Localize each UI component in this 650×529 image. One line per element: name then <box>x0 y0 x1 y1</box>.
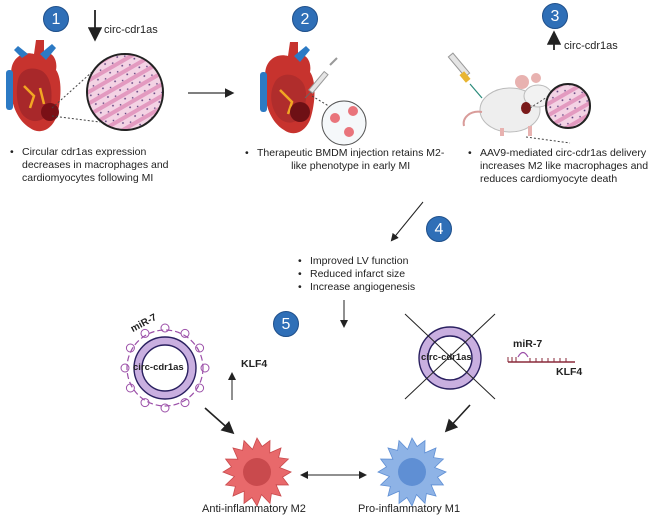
mir7-bound-icon <box>180 398 190 408</box>
circ-rna-inner-crossed <box>427 335 473 381</box>
mir7-bound-icon <box>160 323 170 333</box>
step-badge-3: 3 <box>542 3 568 29</box>
step1-line: cardiomyocytes following MI <box>22 172 154 184</box>
mirna-ring <box>126 329 204 407</box>
step-badge-4: 4 <box>426 216 452 242</box>
syringe-icon <box>447 52 483 99</box>
mouse-illustration <box>462 73 553 136</box>
m1-label: Pro-inflammatory M1 <box>358 503 461 515</box>
macrophage-nucleus <box>398 458 426 486</box>
mirna-klf4-binding-icon <box>507 351 575 363</box>
circ-cdr1as-down-label: circ-cdr1as <box>104 24 158 36</box>
step3-line: AAV9-mediated circ-cdr1as delivery <box>480 147 647 159</box>
step-badge-1: 1 <box>43 6 69 32</box>
step1-line: decreases in macrophages and <box>22 159 169 171</box>
step4-bullet: Increase angiogenesis <box>296 281 415 294</box>
circ-cdr1as-up-label: circ-cdr1as <box>564 40 618 52</box>
mir7-bound-icon <box>200 363 210 373</box>
circ-cdr1as-label-right: circ-cdr1as <box>421 352 472 363</box>
m1-macrophage-icon <box>377 437 447 507</box>
step2-bullets: Therapeutic BMDM injection retains M2-li… <box>243 147 444 173</box>
step3-bullet: AAV9-mediated circ-cdr1as deliveryincrea… <box>466 147 648 186</box>
step3-line: reduces cardiomyocyte death <box>480 173 618 185</box>
bmdm-cell <box>348 106 358 116</box>
syringe-icon <box>304 57 338 99</box>
step4-bullets: Improved LV function Reduced infarct siz… <box>296 255 415 294</box>
bmdm-cell <box>344 127 354 137</box>
mir7-label-right: miR-7 <box>513 338 543 350</box>
macrophage-nucleus <box>243 458 271 486</box>
bmdm-cell <box>330 113 340 123</box>
step3-line: increases M2 like macrophages and <box>480 160 649 172</box>
step-badge-2: 2 <box>292 6 318 32</box>
zoom-line <box>51 115 101 123</box>
mir7-bound-icon <box>125 383 135 393</box>
step4-bullet: Reduced infarct size <box>296 268 415 281</box>
heart-illustration-2 <box>260 42 315 134</box>
step3-bullets: AAV9-mediated circ-cdr1as deliveryincrea… <box>466 147 648 186</box>
klf4-label-right: KLF4 <box>556 366 583 378</box>
flow-arrow-3-4 <box>390 201 424 242</box>
m2-macrophage-icon <box>222 437 292 507</box>
heart-illustration-1 <box>6 40 61 132</box>
mir7-bound-icon <box>160 403 170 413</box>
histology-circle-3 <box>545 83 591 129</box>
step2-line: like phenotype in early MI <box>291 160 411 172</box>
klf4-label-left: KLF4 <box>241 358 268 370</box>
mir7-bound-icon <box>120 363 130 373</box>
step-badge-5: 5 <box>273 311 299 337</box>
histology-circle-1 <box>86 53 164 131</box>
m2-label: Anti-inflammatory M2 <box>202 503 306 515</box>
flow-arrow-to-m2 <box>204 407 235 435</box>
mir7-bound-icon <box>195 383 205 393</box>
step2-bullet: Therapeutic BMDM injection retains M2-li… <box>243 147 444 173</box>
mir7-bound-icon <box>180 328 190 338</box>
step2-line: Therapeutic BMDM injection retains M2- <box>257 147 445 159</box>
mir7-bound-icon <box>140 398 150 408</box>
flow-arrow-to-m1 <box>444 404 471 433</box>
circ-cdr1as-label-left: circ-cdr1as <box>133 362 184 373</box>
step1-line: Circular cdr1as expression <box>22 146 147 158</box>
cross-line <box>404 313 496 400</box>
circ-rna-inner <box>141 344 189 392</box>
bmdm-cell-circle <box>321 100 367 146</box>
zoom-line <box>51 71 93 109</box>
step4-bullet: Improved LV function <box>296 255 415 268</box>
